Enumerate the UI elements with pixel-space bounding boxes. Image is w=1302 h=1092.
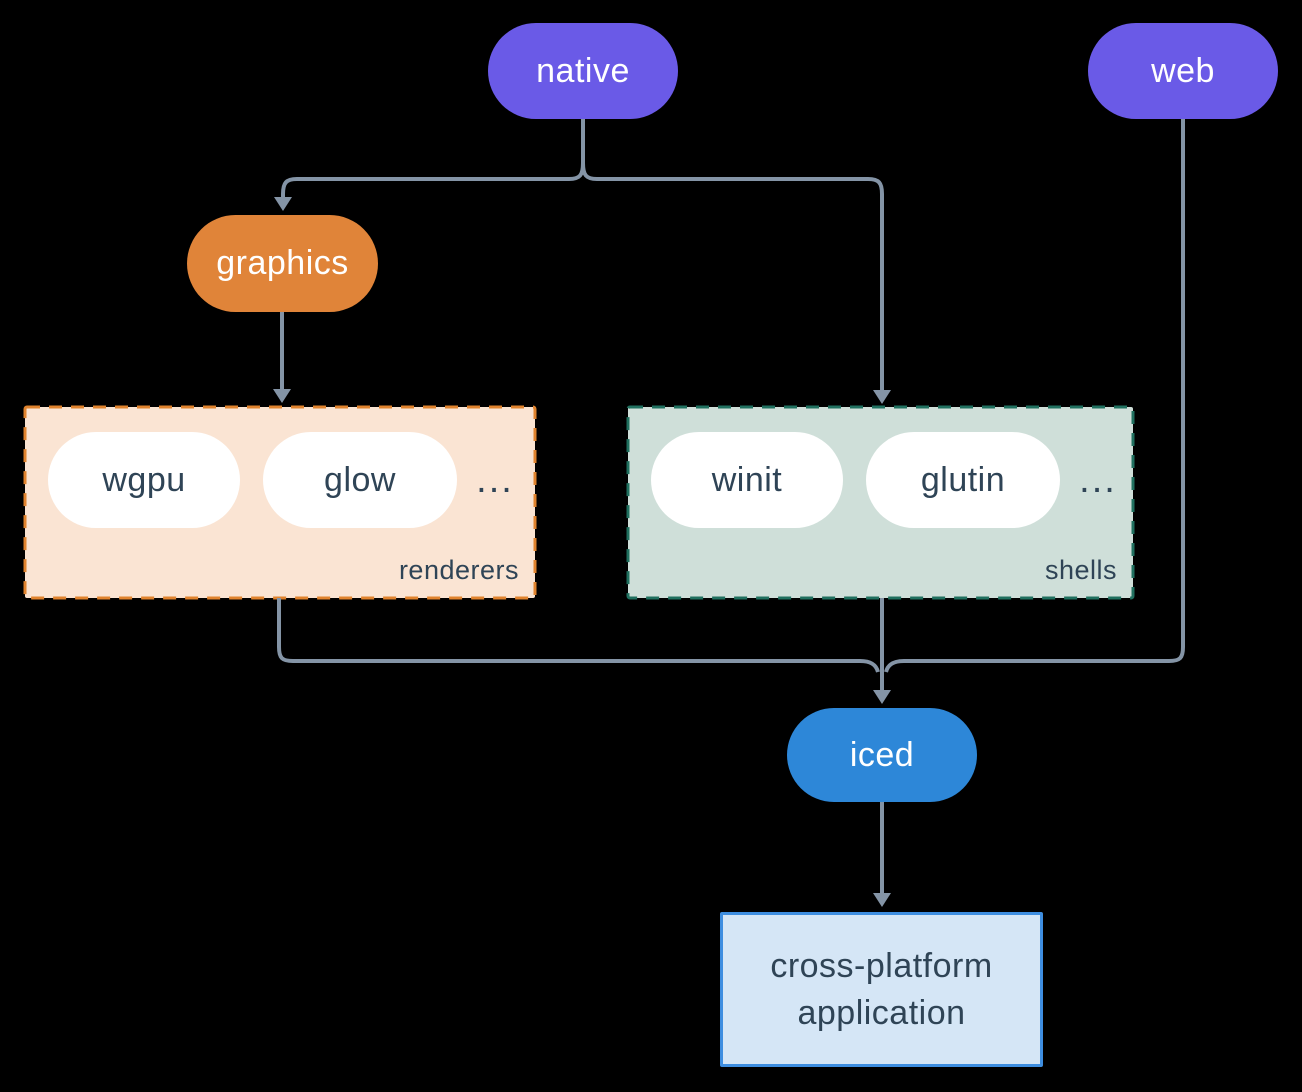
- node-glow: glow: [263, 432, 457, 528]
- renderers-group-label: renderers: [398, 555, 519, 585]
- edge-native-graphics: [274, 162, 585, 211]
- shells-ellipsis: ...: [1079, 458, 1117, 501]
- renderers-group: wgpu glow ... renderers: [25, 407, 535, 598]
- node-web: web: [1088, 23, 1278, 119]
- node-web-label: web: [1151, 51, 1215, 90]
- edge-web-iced: [884, 118, 1185, 673]
- node-native-label: native: [536, 51, 630, 90]
- edge-renderers-iced: [277, 598, 880, 673]
- shells-group-label: shells: [1044, 555, 1117, 585]
- node-iced: iced: [787, 708, 977, 802]
- edge-native-shells: [581, 162, 891, 404]
- shells-group: winit glutin ... shells: [628, 407, 1133, 598]
- application-label-line2: application: [797, 993, 966, 1032]
- node-glow-label: glow: [324, 460, 396, 499]
- renderers-ellipsis: ...: [476, 458, 514, 501]
- node-iced-label: iced: [849, 735, 915, 774]
- node-wgpu: wgpu: [48, 432, 240, 528]
- edge-graphics-renderers: [273, 312, 291, 403]
- node-wgpu-label: wgpu: [102, 460, 186, 499]
- node-winit: winit: [651, 432, 843, 528]
- node-graphics: graphics: [187, 215, 378, 312]
- application-label-line1: cross-platform: [770, 946, 993, 985]
- edge-iced-application: [873, 802, 891, 907]
- node-native: native: [488, 23, 678, 119]
- node-glutin: glutin: [866, 432, 1060, 528]
- node-graphics-label: graphics: [216, 244, 349, 282]
- node-winit-label: winit: [711, 460, 783, 499]
- edge-shells-iced: [873, 598, 891, 704]
- node-glutin-label: glutin: [920, 460, 1006, 499]
- node-cross-platform-application: cross-platform application: [720, 912, 1043, 1067]
